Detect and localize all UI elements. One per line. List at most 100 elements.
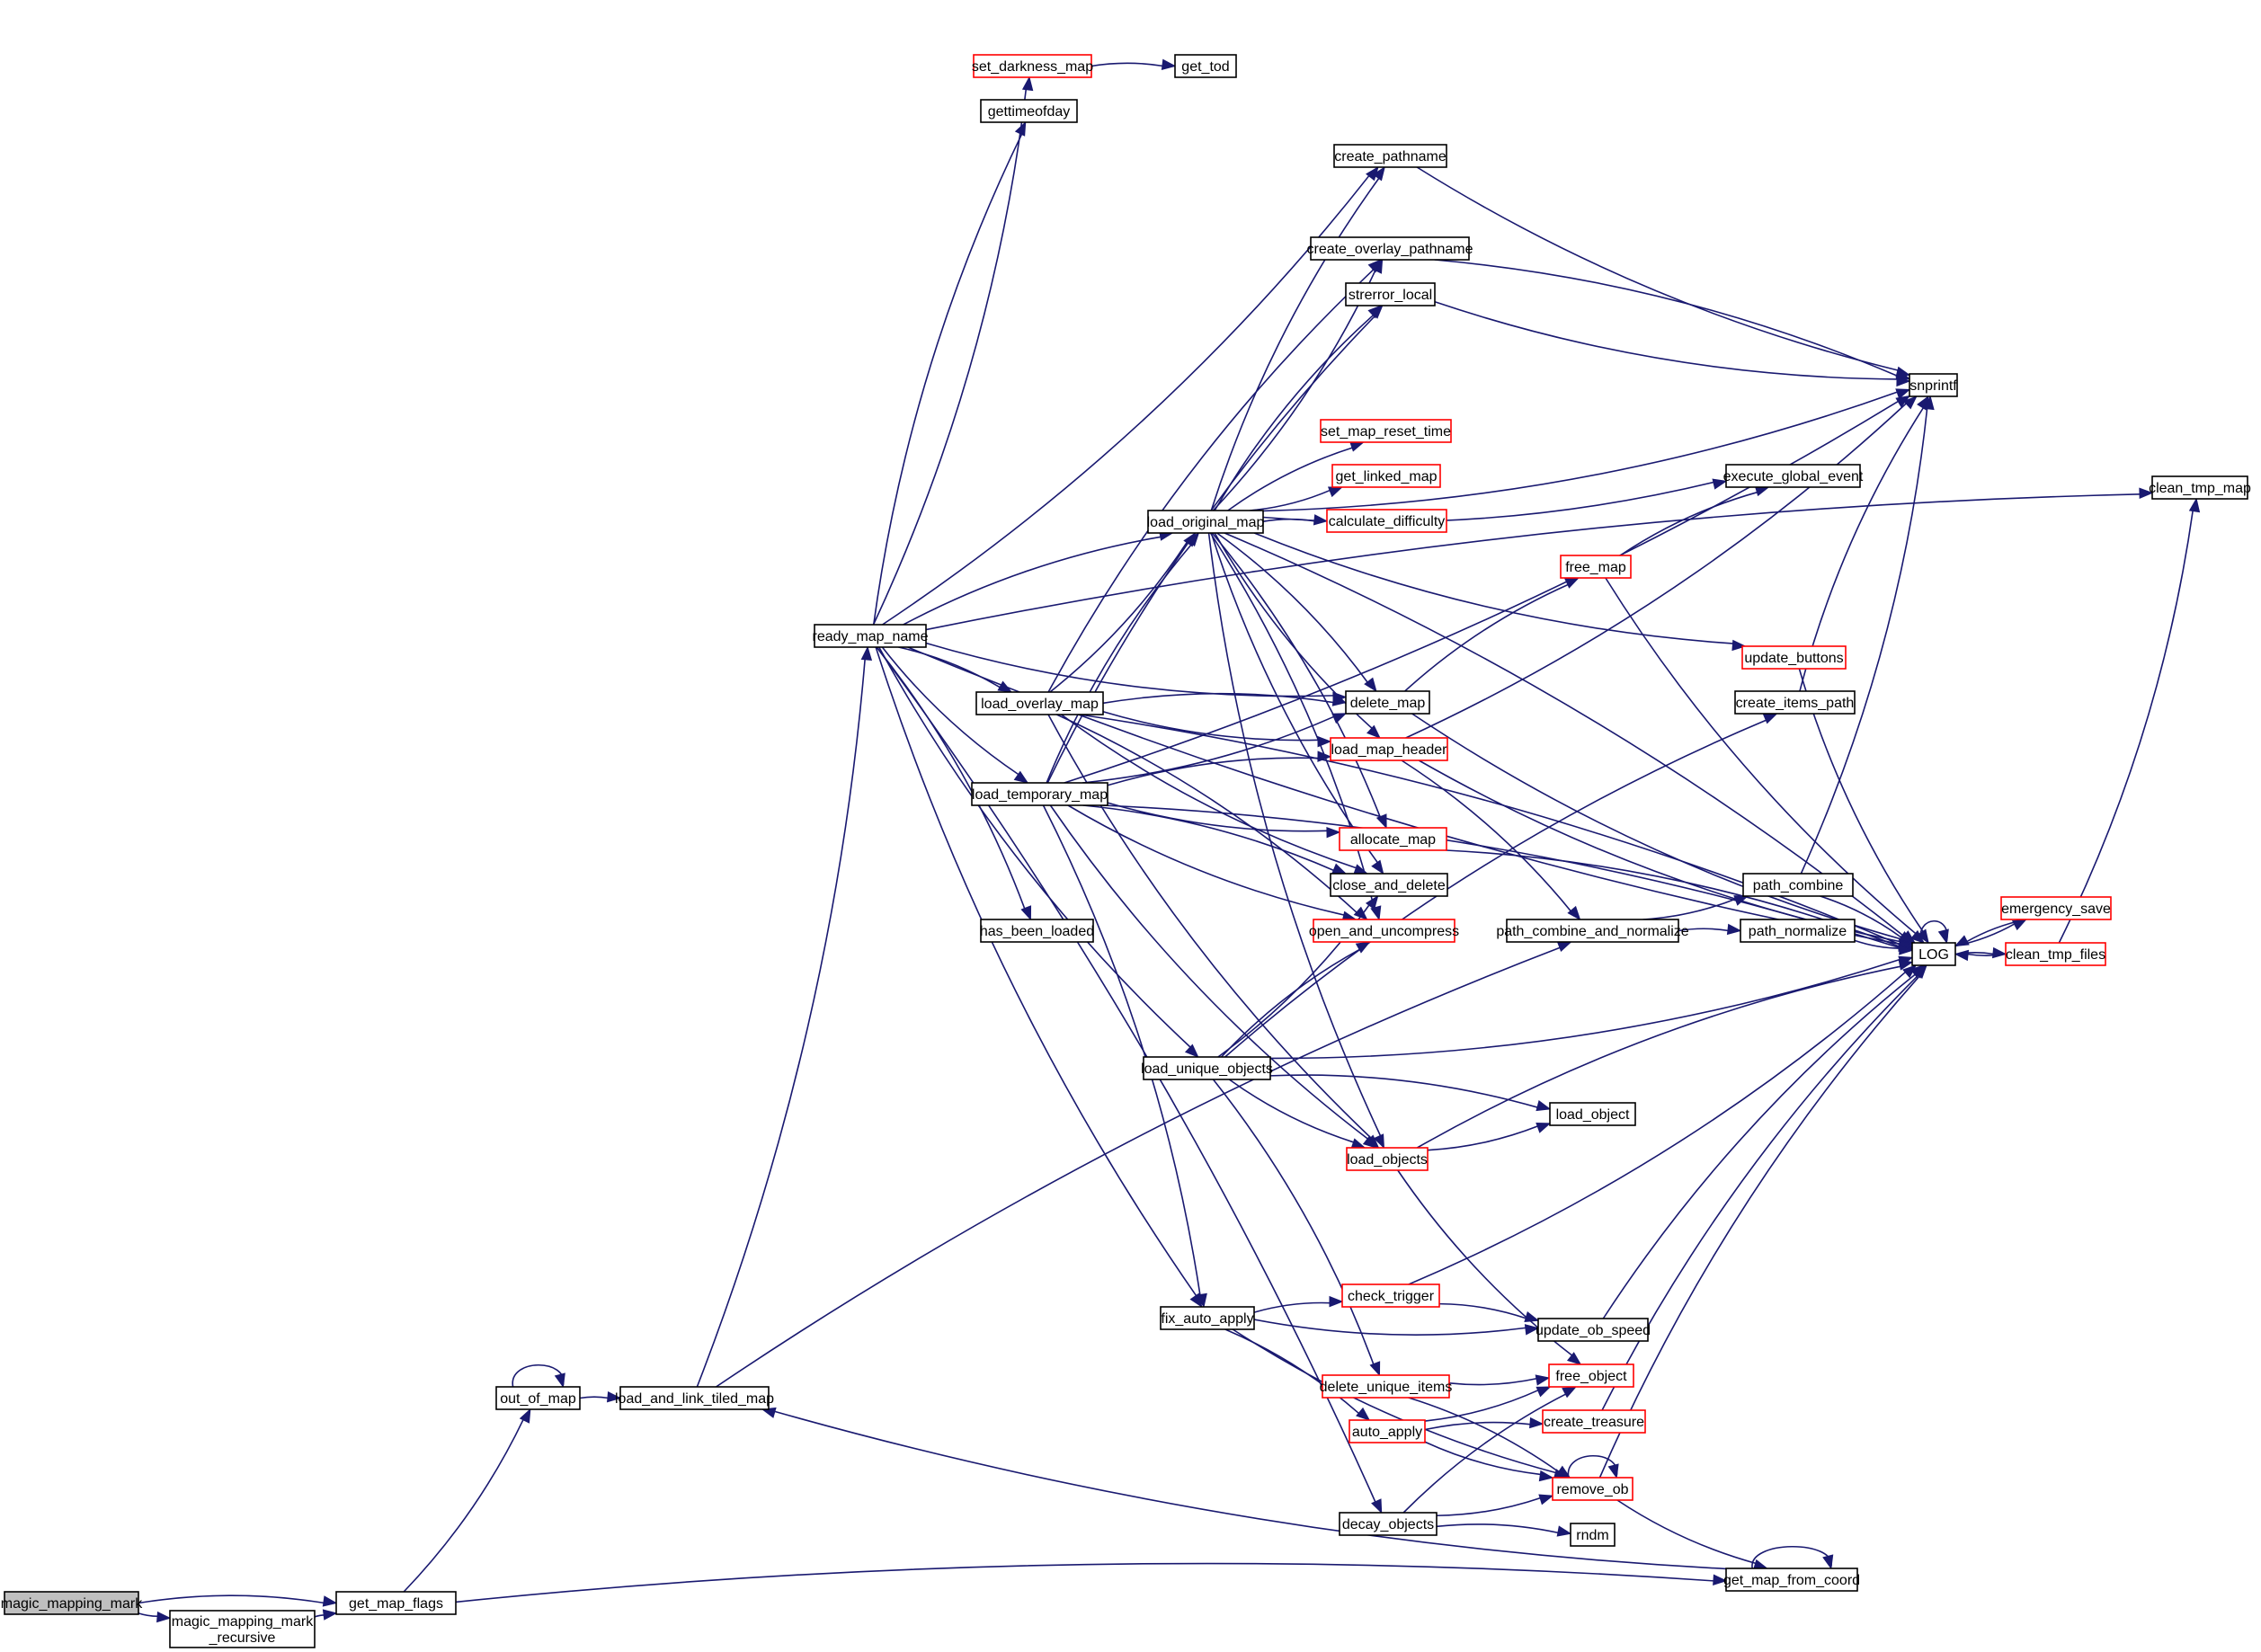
node-check-trigger[interactable]: check_trigger: [1341, 1283, 1440, 1308]
node-box[interactable]: [1333, 144, 1447, 168]
node-delete-unique-items[interactable]: delete_unique_items: [1320, 1374, 1453, 1399]
node-create-overlay-pathname[interactable]: create_overlay_pathname: [1306, 236, 1473, 261]
node-box[interactable]: [1570, 1523, 1616, 1547]
node-box[interactable]: [1326, 509, 1447, 533]
node-update-buttons[interactable]: update_buttons: [1741, 645, 1847, 670]
node-box[interactable]: [495, 1386, 581, 1410]
node-get-tod[interactable]: get_tod: [1174, 54, 1237, 78]
node-box[interactable]: [335, 1591, 457, 1615]
node-box[interactable]: [1143, 1056, 1271, 1080]
node-log[interactable]: LOG: [1911, 942, 1956, 966]
node-box[interactable]: [1537, 1318, 1649, 1342]
node-box[interactable]: [4, 1591, 139, 1615]
node-update-ob-speed[interactable]: update_ob_speed: [1536, 1318, 1651, 1342]
node-box[interactable]: [1147, 510, 1264, 534]
node-box[interactable]: [1313, 919, 1455, 943]
node-box[interactable]: [1506, 919, 1679, 943]
node-load-unique-objects[interactable]: load_unique_objects: [1141, 1056, 1273, 1080]
node-load-temporary-map[interactable]: load_temporary_map: [971, 782, 1108, 806]
node-clean-tmp-map[interactable]: clean_tmp_map: [2149, 475, 2251, 500]
node-get-map-flags[interactable]: get_map_flags: [335, 1591, 457, 1615]
node-ready-map-name[interactable]: ready_map_name: [813, 624, 929, 648]
node-allocate-map[interactable]: allocate_map: [1339, 827, 1447, 851]
node-box[interactable]: [1725, 464, 1861, 488]
node-box[interactable]: [973, 54, 1092, 78]
node-box[interactable]: [1339, 1512, 1438, 1536]
node-path-normalize[interactable]: path_normalize: [1740, 919, 1856, 943]
node-gettimeofday[interactable]: gettimeofday: [980, 99, 1078, 123]
node-magic-mapping-mark[interactable]: magic_mapping_mark: [1, 1591, 143, 1615]
node-box[interactable]: [169, 1610, 316, 1648]
node-out-of-map[interactable]: out_of_map: [495, 1386, 581, 1410]
node-box[interactable]: [814, 624, 927, 648]
node-path-combine-and-normalize[interactable]: path_combine_and_normalize: [1496, 919, 1689, 943]
node-load-map-header[interactable]: load_map_header: [1330, 737, 1448, 761]
node-box[interactable]: [1160, 1306, 1255, 1330]
node-load-overlay-map[interactable]: load_overlay_map: [975, 691, 1104, 715]
node-box[interactable]: [1549, 1102, 1636, 1126]
node-box[interactable]: [2000, 896, 2112, 920]
node-auto-apply[interactable]: auto_apply: [1349, 1419, 1426, 1443]
node-create-treasure[interactable]: create_treasure: [1542, 1409, 1646, 1434]
node-box[interactable]: [1322, 1374, 1450, 1399]
node-box[interactable]: [1174, 54, 1237, 78]
node-execute-global-event[interactable]: execute_global_event: [1723, 464, 1864, 488]
node-box[interactable]: [1310, 236, 1470, 261]
node-get-map-from-coord[interactable]: get_map_from_coord: [1723, 1568, 1860, 1592]
node-strerror-local[interactable]: strerror_local: [1345, 282, 1436, 306]
node-magic-mapping-mark-recursive[interactable]: magic_mapping_mark_recursive: [169, 1610, 316, 1648]
node-box[interactable]: [1911, 942, 1956, 966]
node-box[interactable]: [971, 782, 1108, 806]
node-box[interactable]: [1548, 1363, 1634, 1388]
node-box[interactable]: [1345, 690, 1430, 715]
node-close-and-delete[interactable]: close_and_delete: [1330, 873, 1448, 897]
node-box[interactable]: [2151, 475, 2248, 500]
node-box[interactable]: [1330, 873, 1448, 897]
node-load-original-map[interactable]: load_original_map: [1147, 510, 1265, 534]
node-box[interactable]: [1339, 827, 1447, 851]
node-box[interactable]: [1742, 873, 1854, 897]
node-open-and-uncompress[interactable]: open_and_uncompress: [1309, 919, 1459, 943]
node-get-linked-map[interactable]: get_linked_map: [1331, 464, 1441, 488]
node-rndm[interactable]: rndm: [1570, 1523, 1616, 1547]
node-box[interactable]: [1346, 1147, 1429, 1171]
node-decay-objects[interactable]: decay_objects: [1339, 1512, 1438, 1536]
node-emergency-save[interactable]: emergency_save: [2000, 896, 2112, 920]
node-load-object[interactable]: load_object: [1549, 1102, 1636, 1126]
node-delete-map[interactable]: delete_map: [1345, 690, 1430, 715]
node-create-items-path[interactable]: create_items_path: [1734, 690, 1856, 715]
node-clean-tmp-files[interactable]: clean_tmp_files: [2005, 942, 2106, 966]
node-create-pathname[interactable]: create_pathname: [1333, 144, 1447, 168]
node-box[interactable]: [1725, 1568, 1858, 1592]
node-path-combine[interactable]: path_combine: [1742, 873, 1854, 897]
node-snprintf[interactable]: snprintf: [1909, 373, 1958, 397]
node-box[interactable]: [619, 1386, 770, 1410]
node-box[interactable]: [1320, 419, 1452, 443]
node-free-map[interactable]: free_map: [1560, 555, 1632, 579]
node-box[interactable]: [1345, 282, 1436, 306]
node-remove-ob[interactable]: remove_ob: [1552, 1477, 1633, 1501]
node-box[interactable]: [1734, 690, 1856, 715]
node-box[interactable]: [1341, 1283, 1440, 1308]
node-box[interactable]: [980, 919, 1094, 943]
node-box[interactable]: [1330, 737, 1448, 761]
node-box[interactable]: [1741, 645, 1847, 670]
node-set-map-reset-time[interactable]: set_map_reset_time: [1320, 419, 1452, 443]
node-box[interactable]: [1331, 464, 1441, 488]
node-box[interactable]: [1909, 373, 1958, 397]
node-load-and-link-tiled-map[interactable]: load_and_link_tiled_map: [615, 1386, 774, 1410]
node-load-objects[interactable]: load_objects: [1346, 1147, 1429, 1171]
node-box[interactable]: [2005, 942, 2106, 966]
node-calculate-difficulty[interactable]: calculate_difficulty: [1326, 509, 1447, 533]
node-box[interactable]: [1740, 919, 1856, 943]
node-box[interactable]: [1542, 1409, 1646, 1434]
node-has-been-loaded[interactable]: has_been_loaded: [980, 919, 1094, 943]
node-free-object[interactable]: free_object: [1548, 1363, 1634, 1388]
node-fix-auto-apply[interactable]: fix_auto_apply: [1160, 1306, 1255, 1330]
node-box[interactable]: [1552, 1477, 1633, 1501]
node-box[interactable]: [980, 99, 1078, 123]
node-set-darkness-map[interactable]: set_darkness_map: [972, 54, 1093, 78]
node-box[interactable]: [975, 691, 1104, 715]
node-box[interactable]: [1349, 1419, 1426, 1443]
node-box[interactable]: [1560, 555, 1632, 579]
